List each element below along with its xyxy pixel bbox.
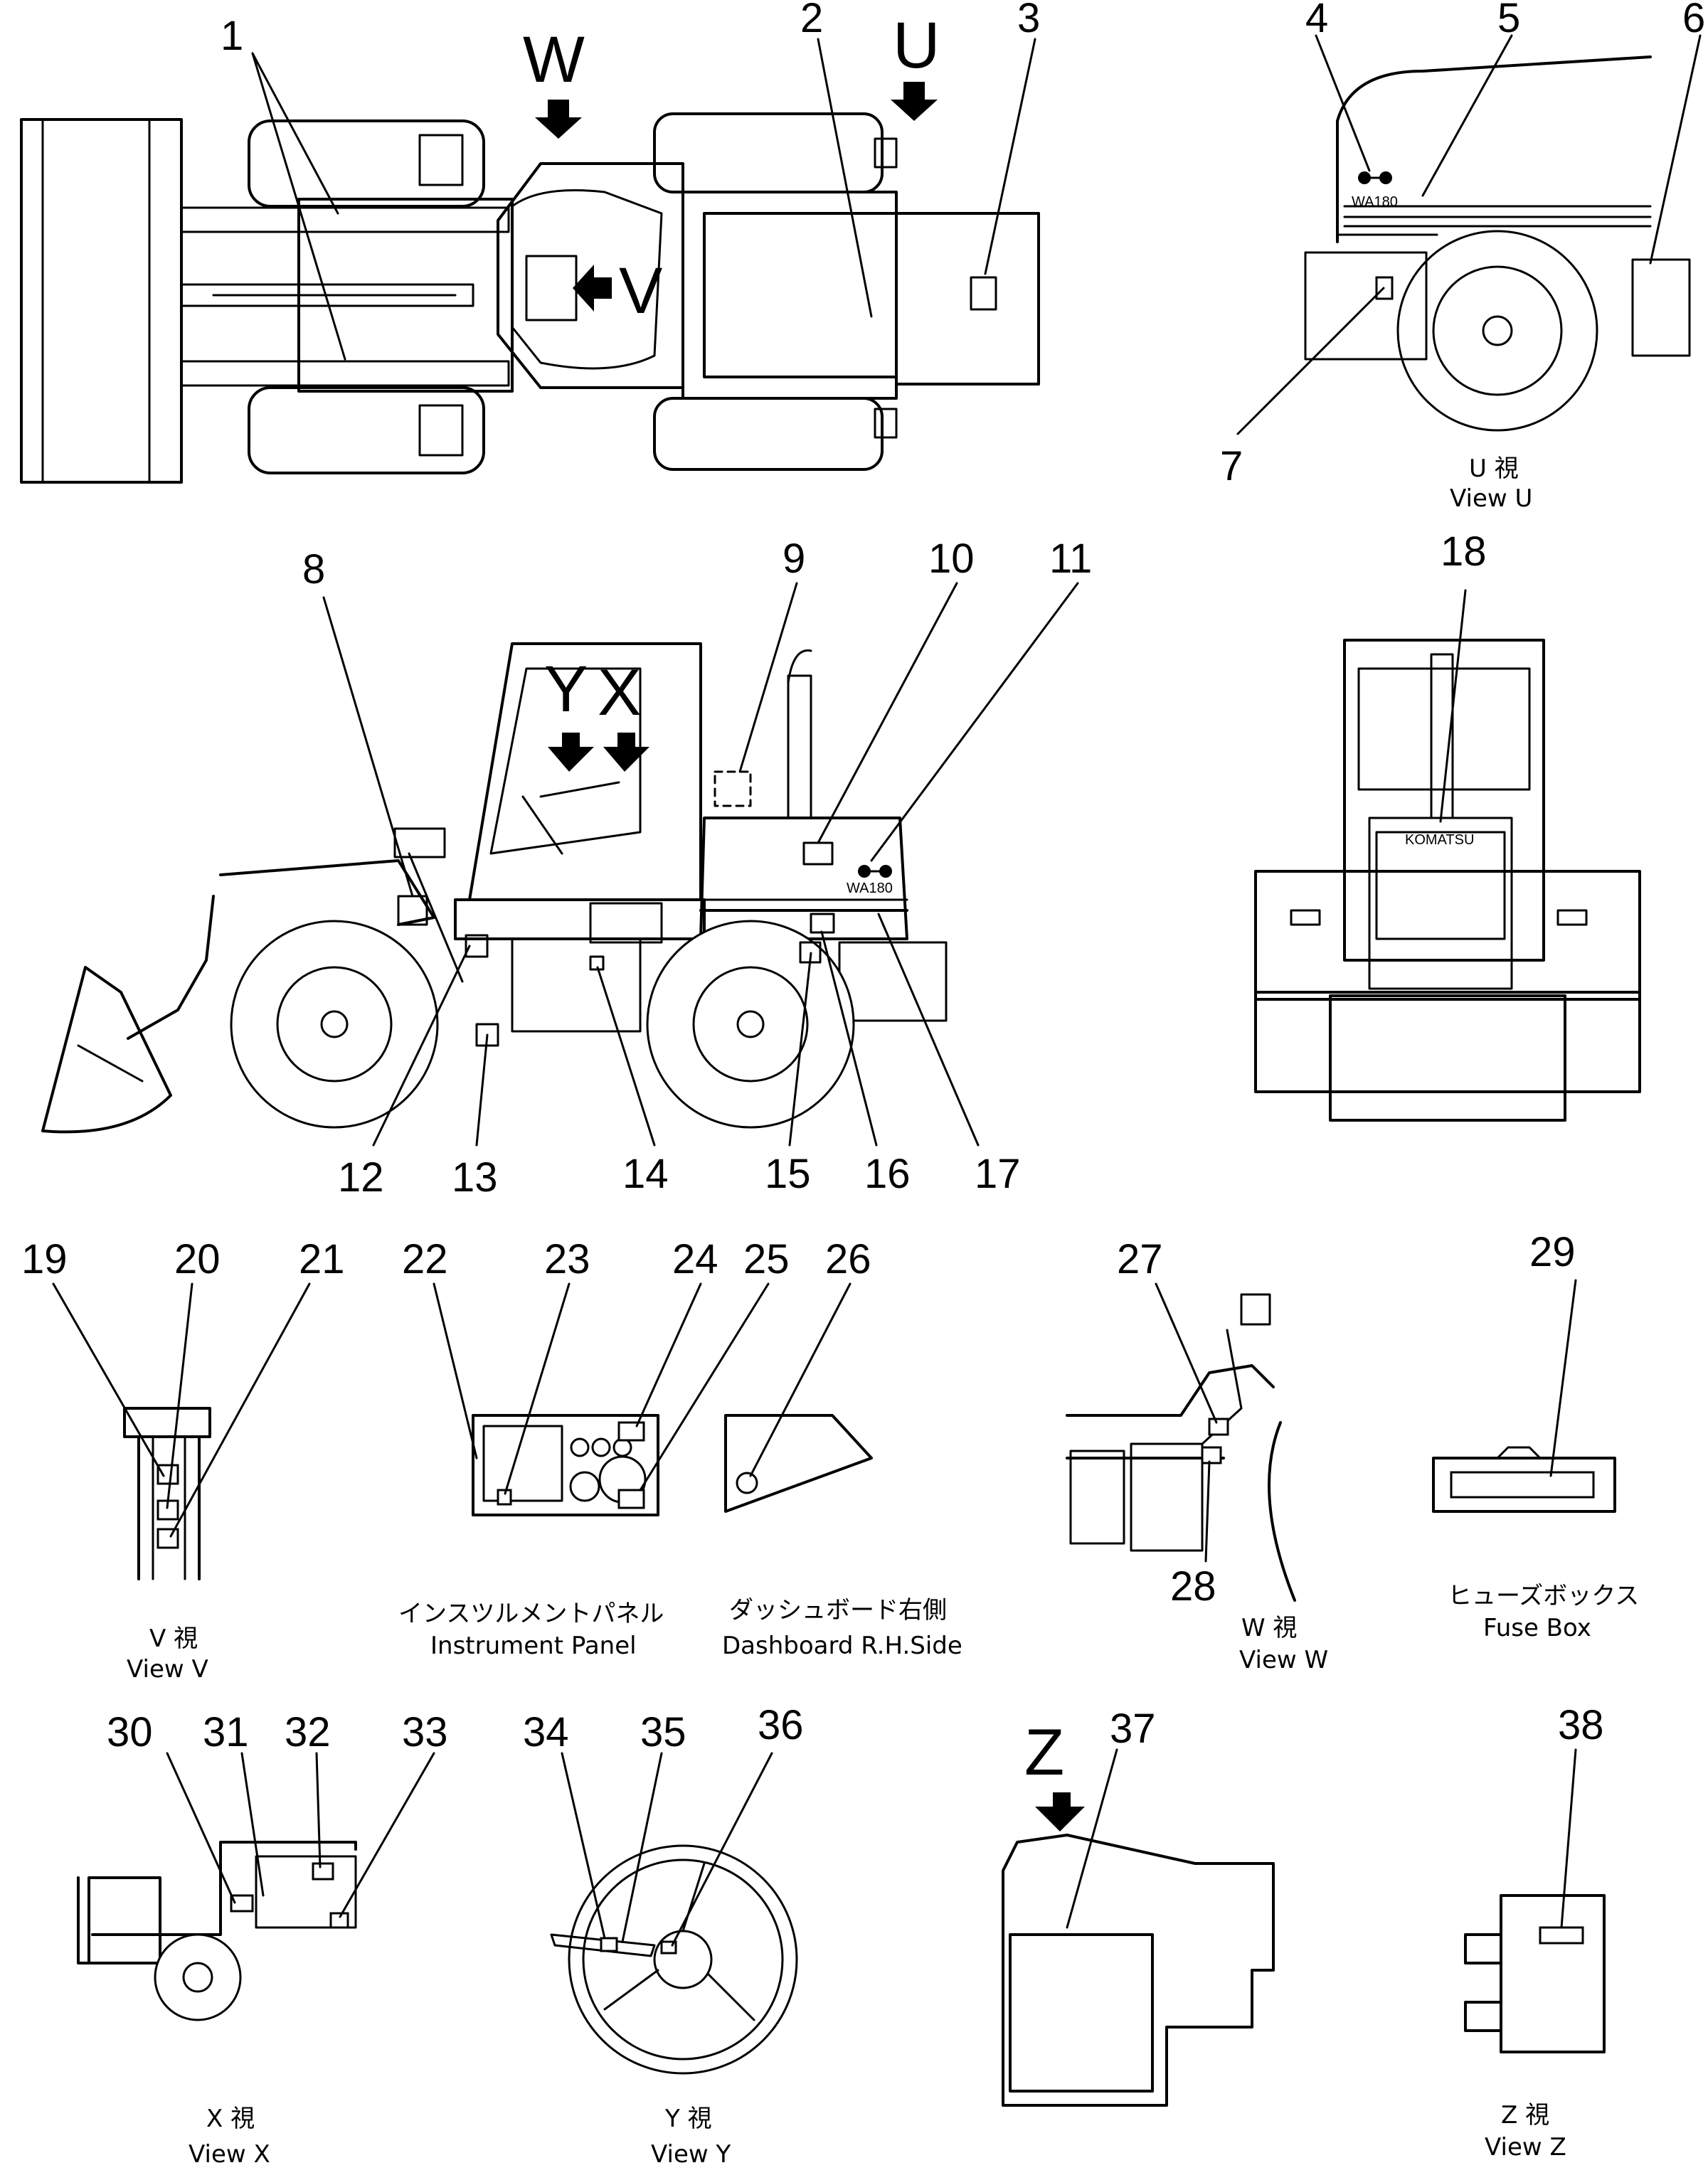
svg-text:KOMATSU: KOMATSU [1405, 832, 1474, 848]
callout-28: 28 [1170, 1563, 1216, 1610]
callout-30: 30 [107, 1709, 153, 1755]
svg-text:Z 視: Z 視 [1501, 2101, 1549, 2130]
view-arrow-w: W [523, 23, 585, 139]
svg-text:Z: Z [1024, 1716, 1064, 1789]
svg-text:V: V [619, 255, 662, 327]
callout-35: 35 [640, 1709, 686, 1755]
callout-15: 15 [765, 1151, 811, 1197]
svg-text:X 視: X 視 [206, 2105, 255, 2133]
svg-text:View X: View X [189, 2140, 270, 2169]
callout-1: 1 [221, 13, 243, 59]
callout-4: 4 [1305, 0, 1328, 41]
svg-text:Y 視: Y 視 [664, 2105, 712, 2133]
svg-text:Dashboard R.H.Side: Dashboard R.H.Side [722, 1632, 962, 1660]
view-y-drawing [550, 1844, 798, 2075]
view-arrow-x: X [598, 656, 649, 772]
callout-9: 9 [783, 536, 805, 582]
callout-5: 5 [1497, 0, 1520, 41]
callout-6: 6 [1682, 0, 1705, 41]
svg-text:W 視: W 視 [1241, 1614, 1297, 1642]
top-view-machine [20, 112, 1040, 484]
dashboard-rh-caption: ダッシュボード右側 Dashboard R.H.Side [722, 1596, 962, 1660]
callout-26: 26 [825, 1236, 871, 1282]
svg-text:V 視: V 視 [149, 1625, 198, 1653]
callout-20: 20 [174, 1236, 221, 1282]
dashboard-rh-drawing [724, 1414, 873, 1513]
svg-text:U 視: U 視 [1469, 454, 1519, 483]
svg-text:Instrument Panel: Instrument Panel [430, 1632, 637, 1660]
callout-21: 21 [299, 1236, 345, 1282]
callout-numbers: 1 2 3 4 5 6 7 8 9 10 11 12 13 14 15 16 1… [21, 0, 1705, 1755]
callout-16: 16 [864, 1151, 911, 1197]
svg-text:X: X [598, 656, 641, 729]
view-x-caption: X 視 View X [189, 2105, 270, 2169]
side-view-machine: WA180 [41, 642, 948, 1134]
svg-text:ダッシュボード右側: ダッシュボード右側 [729, 1596, 947, 1625]
view-arrow-z: Z [1024, 1716, 1085, 1831]
z-drawing [1002, 1834, 1275, 2107]
callout-18: 18 [1441, 528, 1487, 575]
callout-19: 19 [21, 1236, 68, 1282]
svg-text:W: W [523, 23, 585, 96]
callout-32: 32 [285, 1709, 331, 1755]
view-y-caption: Y 視 View Y [651, 2105, 731, 2169]
callout-17: 17 [975, 1151, 1021, 1197]
svg-text:WA180: WA180 [1352, 194, 1398, 210]
callout-3: 3 [1017, 0, 1040, 41]
callout-14: 14 [622, 1151, 669, 1197]
view-z-drawing [1464, 1894, 1606, 2053]
leader-lines [52, 34, 1702, 1947]
view-arrow-v: V [573, 255, 662, 327]
svg-text:Y: Y [544, 653, 588, 725]
view-arrow-y: Y [544, 653, 594, 772]
callout-12: 12 [338, 1154, 384, 1201]
svg-text:View W: View W [1239, 1646, 1328, 1674]
callout-34: 34 [523, 1709, 569, 1755]
svg-text:View U: View U [1450, 484, 1532, 513]
callout-37: 37 [1110, 1706, 1156, 1752]
callout-8: 8 [302, 546, 325, 592]
view-w-caption: W 視 View W [1239, 1614, 1328, 1674]
view-z-caption: Z 視 View Z [1485, 2101, 1566, 2162]
view-v-caption: V 視 View V [127, 1625, 208, 1684]
svg-text:WA180: WA180 [847, 881, 893, 896]
callout-22: 22 [402, 1236, 448, 1282]
svg-text:ヒューズボックス: ヒューズボックス [1448, 1582, 1639, 1610]
fuse-box-caption: ヒューズボックス Fuse Box [1448, 1582, 1639, 1642]
view-u-caption: U 視 View U [1450, 454, 1532, 513]
view-u-drawing: WA180 [1304, 55, 1691, 432]
callout-23: 23 [544, 1236, 590, 1282]
view-w-drawing [1066, 1293, 1296, 1602]
view-x-drawing [77, 1841, 357, 2021]
callout-36: 36 [758, 1702, 804, 1748]
callout-33: 33 [402, 1709, 448, 1755]
callout-13: 13 [452, 1154, 498, 1201]
callout-31: 31 [203, 1709, 249, 1755]
callout-2: 2 [800, 0, 823, 41]
svg-text:View Y: View Y [651, 2140, 731, 2169]
callout-10: 10 [928, 536, 975, 582]
view-arrow-u: U [891, 9, 940, 121]
svg-text:U: U [893, 9, 940, 82]
callout-27: 27 [1117, 1236, 1163, 1282]
callout-11: 11 [1049, 536, 1092, 582]
instrument-panel-caption: インスツルメントパネル Instrument Panel [398, 1600, 664, 1660]
rear-view-machine: KOMATSU [1254, 639, 1641, 1122]
fuse-box-drawing [1432, 1446, 1616, 1513]
svg-text:View V: View V [127, 1655, 208, 1684]
instrument-panel-drawing [472, 1414, 659, 1516]
callout-24: 24 [672, 1236, 718, 1282]
svg-text:Fuse Box: Fuse Box [1483, 1614, 1591, 1642]
callout-25: 25 [743, 1236, 790, 1282]
callout-29: 29 [1529, 1229, 1576, 1275]
callout-7: 7 [1220, 443, 1243, 489]
svg-text:インスツルメントパネル: インスツルメントパネル [398, 1600, 664, 1628]
view-v-drawing [123, 1407, 211, 1580]
callout-38: 38 [1558, 1702, 1604, 1748]
svg-text:View Z: View Z [1485, 2133, 1566, 2162]
